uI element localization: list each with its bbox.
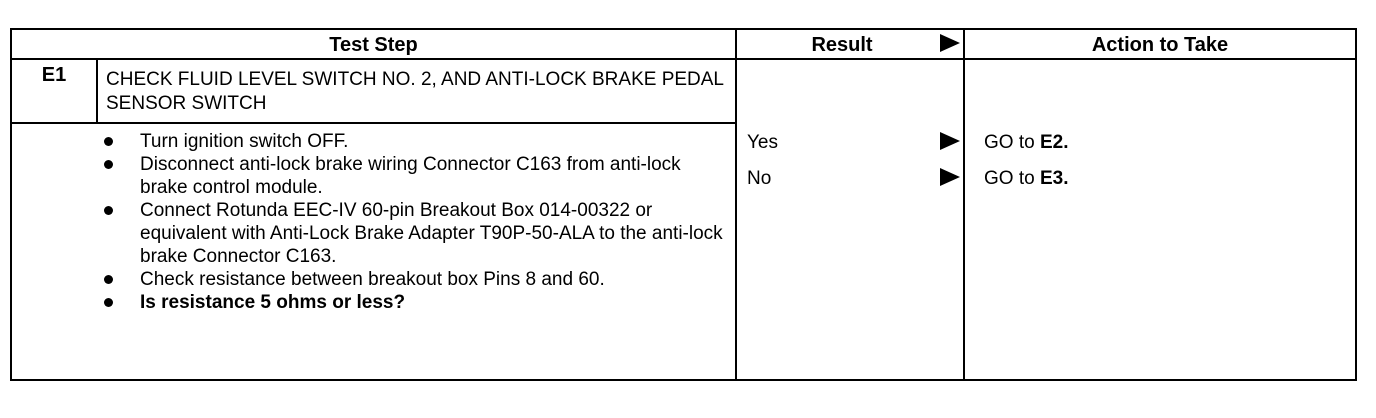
bullet-item: Connect Rotunda EEC-IV 60-pin Breakout B… — [100, 199, 730, 268]
bullet-item-question: Is resistance 5 ohms or less? — [100, 291, 730, 314]
column-divider-result — [735, 30, 737, 379]
step-bullet-list: Turn ignition switch OFF. Disconnect ant… — [100, 130, 730, 314]
step-title-rule — [12, 122, 735, 124]
result-arrow-icon — [940, 168, 960, 186]
bullet-item: Disconnect anti-lock brake wiring Connec… — [100, 153, 730, 199]
bullet-dot-icon — [104, 298, 113, 307]
step-id: E1 — [41, 64, 67, 86]
header-rule — [12, 58, 1355, 60]
column-divider-action — [963, 30, 965, 379]
result-no: No — [747, 168, 772, 189]
step-title: CHECK FLUID LEVEL SWITCH NO. 2, AND ANTI… — [106, 69, 724, 114]
header-arrow-icon — [940, 34, 960, 52]
bullet-dot-icon — [104, 137, 113, 146]
bullet-dot-icon — [104, 206, 113, 215]
result-arrow-icon — [940, 132, 960, 150]
header-action: Action to Take — [1091, 34, 1229, 56]
result-yes: Yes — [747, 132, 778, 153]
step-id-divider — [96, 60, 98, 122]
bullet-dot-icon — [104, 275, 113, 284]
action-no: GO to E3. — [984, 168, 1069, 189]
bullet-item: Check resistance between breakout box Pi… — [100, 268, 730, 291]
test-step-table: Test Step Result Action to Take E1 CHECK… — [10, 28, 1357, 381]
header-test-step: Test Step — [329, 34, 418, 56]
bullet-dot-icon — [104, 160, 113, 169]
header-result: Result — [811, 34, 873, 56]
action-yes: GO to E2. — [984, 132, 1069, 153]
bullet-item: Turn ignition switch OFF. — [100, 130, 730, 153]
